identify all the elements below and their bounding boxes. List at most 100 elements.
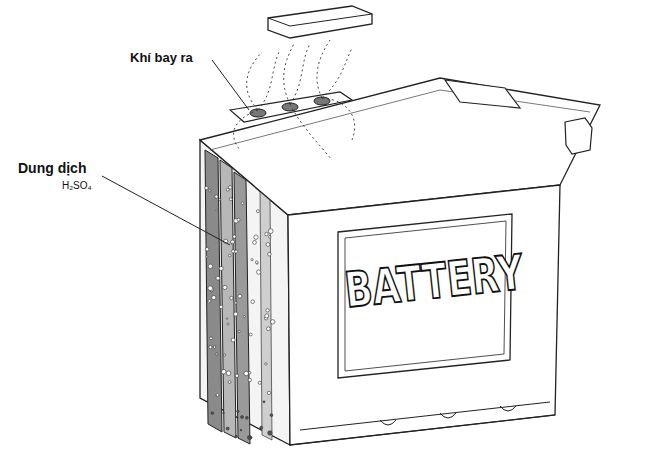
bubble <box>267 391 270 394</box>
bubble <box>237 218 240 221</box>
bubble <box>235 435 237 437</box>
bubble <box>254 235 258 239</box>
bubble <box>265 314 269 318</box>
bubble <box>266 243 270 247</box>
bubble <box>226 188 229 191</box>
vent-strip <box>230 92 352 122</box>
bubble <box>235 374 238 377</box>
bubble <box>256 210 259 213</box>
bubble <box>267 327 271 331</box>
bubble <box>244 371 249 376</box>
bubble <box>219 198 221 200</box>
bubble <box>251 259 253 261</box>
bubble <box>271 320 275 324</box>
bubble <box>249 372 251 374</box>
bubble <box>240 429 242 431</box>
bubble <box>263 401 265 403</box>
bubble <box>241 416 244 419</box>
bubble <box>249 333 252 336</box>
bubble <box>216 276 220 280</box>
bubble <box>231 243 233 245</box>
bubble <box>208 286 213 291</box>
bubble <box>224 354 226 356</box>
bubble <box>241 202 243 204</box>
bubble <box>229 186 232 189</box>
bubble <box>232 250 235 253</box>
bubble <box>234 312 238 316</box>
bubble <box>265 363 267 365</box>
base-notch <box>380 406 516 425</box>
bubble <box>226 427 229 430</box>
terminal-post <box>565 118 592 154</box>
lid-cover <box>445 80 520 108</box>
bubble <box>231 338 235 342</box>
callout-formula: H₂SO₄ <box>62 180 92 191</box>
bubble <box>226 318 228 320</box>
bubble <box>210 337 213 340</box>
bubble <box>209 190 211 192</box>
bubble <box>255 261 258 264</box>
bubble <box>228 381 231 384</box>
bubble <box>253 241 257 245</box>
bubble <box>208 300 211 303</box>
bubble <box>205 248 209 252</box>
leader-line <box>102 176 230 245</box>
bubble <box>268 431 272 435</box>
bubble <box>216 394 219 397</box>
leader-line <box>212 60 249 110</box>
gas-bubbles <box>205 186 275 440</box>
bubble <box>221 369 226 374</box>
bubble <box>211 412 214 415</box>
bubble <box>227 323 229 325</box>
bubble <box>206 256 208 258</box>
bubble <box>238 294 242 298</box>
bubble <box>246 416 249 419</box>
bubble <box>235 302 237 304</box>
bubble <box>219 266 223 270</box>
bubble <box>215 195 218 198</box>
bubble <box>238 330 240 332</box>
bubble <box>230 296 233 299</box>
bubble <box>231 240 235 244</box>
bubble <box>228 254 231 257</box>
bubble <box>219 305 223 309</box>
bubble <box>265 232 268 235</box>
bubble <box>250 437 252 439</box>
bubble <box>205 186 208 189</box>
bubble <box>229 198 232 201</box>
bubble <box>257 270 261 274</box>
plate <box>234 172 250 444</box>
battery-base <box>290 402 555 445</box>
vent-cover <box>268 6 372 38</box>
bubble <box>260 426 263 429</box>
bubble <box>216 210 218 212</box>
bubble <box>251 300 255 304</box>
callout-label: Dung dịch <box>18 160 86 176</box>
bubble <box>209 287 214 292</box>
bubble <box>268 252 272 256</box>
bubble <box>258 381 261 384</box>
bubble <box>212 296 216 300</box>
battery-front <box>288 185 560 445</box>
bubble <box>209 346 212 349</box>
bubble <box>208 264 212 268</box>
bubble <box>213 346 215 348</box>
bubble <box>247 436 251 440</box>
lid-rim <box>210 90 590 150</box>
bubble <box>270 414 273 417</box>
plate <box>260 190 272 440</box>
bubble <box>226 371 231 376</box>
bubble <box>223 285 227 289</box>
bubble <box>248 378 251 381</box>
bubble <box>269 236 271 238</box>
callout-label: Khí bay ra <box>130 50 193 65</box>
bubble <box>233 235 236 238</box>
bubble <box>237 410 239 412</box>
vent-cover-edge <box>268 14 372 26</box>
gas-lines <box>234 40 355 160</box>
plate <box>220 160 236 438</box>
bubble <box>266 309 269 312</box>
bubble <box>223 412 225 414</box>
bubble <box>216 353 218 355</box>
